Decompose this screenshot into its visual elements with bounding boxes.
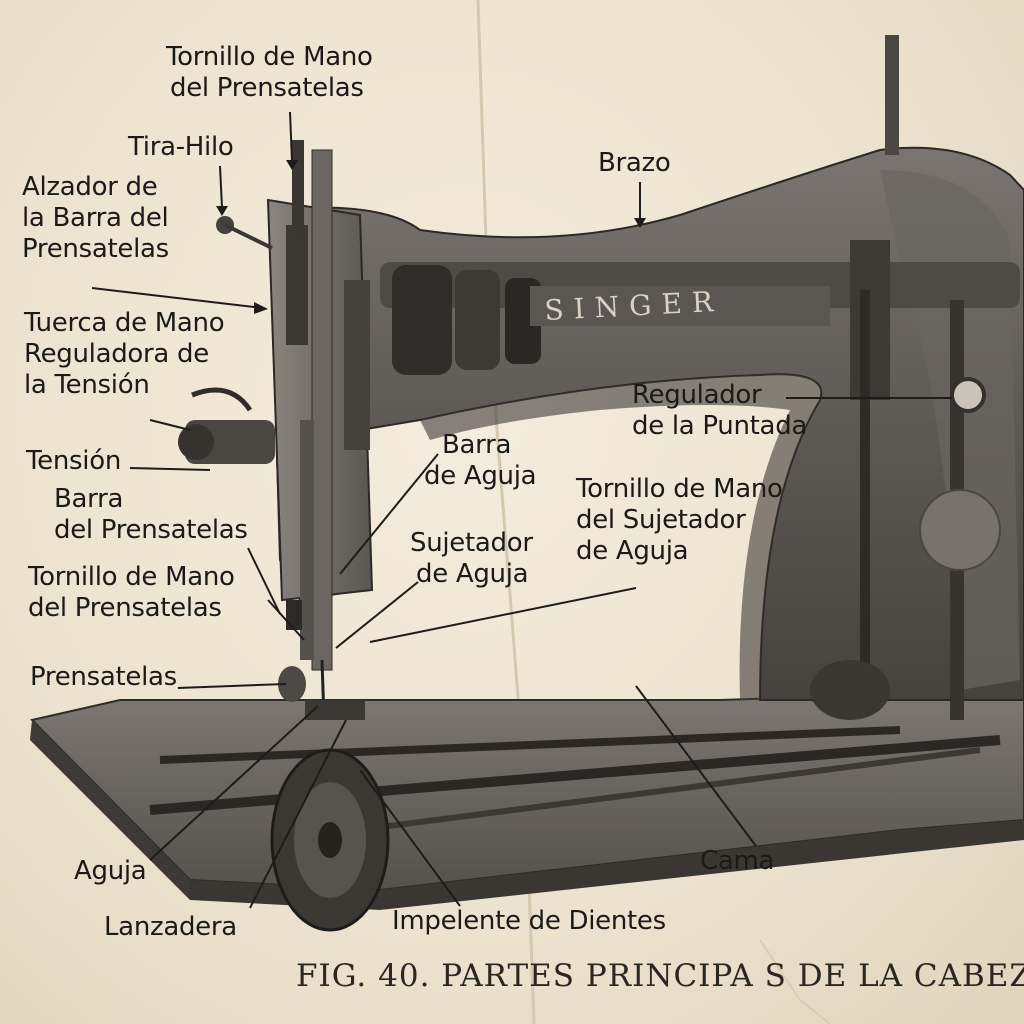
label-line: Tornillo de Mano <box>166 42 373 72</box>
label-line: del Prensatelas <box>170 73 364 103</box>
label-line: del Prensatelas <box>54 515 248 545</box>
label-tornillo-mano-prensatelas-top: Tornillo de Mano del Prensatelas <box>166 42 373 104</box>
label-line: de Aguja <box>424 461 537 491</box>
shuttle-wheel <box>270 748 390 932</box>
label-line: la Tensión <box>24 370 150 400</box>
label-line: Prensatelas <box>30 662 177 692</box>
label-tuerca: Tuerca de Mano Reguladora de la Tensión <box>24 308 225 401</box>
label-prensatelas: Prensatelas <box>30 662 177 693</box>
label-cama: Cama <box>700 846 774 877</box>
label-tension: Tensión <box>26 446 121 477</box>
paper-tear <box>759 939 831 1024</box>
label-line: Prensatelas <box>22 234 169 264</box>
label-line: la Barra del <box>22 203 169 233</box>
label-line: de Aguja <box>416 559 529 589</box>
label-tornillo-sujetador: Tornillo de Mano del Sujetador de Aguja <box>576 474 783 567</box>
label-line: Brazo <box>598 148 671 178</box>
label-line: Tensión <box>26 446 121 476</box>
label-brazo: Brazo <box>598 148 671 179</box>
stitch-regulator <box>810 240 1001 720</box>
label-impelente: Impelente de Dientes <box>392 906 666 937</box>
figure-caption: FIG. 40. PARTES PRINCIPA S DE LA CABEZ <box>296 958 1024 994</box>
leader-arrowheads <box>216 160 646 314</box>
tension-assembly <box>178 216 275 464</box>
bed-plate <box>30 688 1024 910</box>
label-line: Alzador de <box>22 172 158 202</box>
label-lanzadera: Lanzadera <box>104 912 237 943</box>
label-line: Reguladora de <box>24 339 209 369</box>
label-aguja: Aguja <box>74 856 147 887</box>
machine-arm <box>268 35 1024 701</box>
label-line: Regulador <box>632 380 762 410</box>
label-line: del Prensatelas <box>28 593 222 623</box>
label-line: Cama <box>700 846 775 876</box>
label-line: de Aguja <box>576 536 689 566</box>
label-line: Tornillo de Mano <box>28 562 235 592</box>
label-regulador: Regulador de la Puntada <box>632 380 807 442</box>
label-line: Aguja <box>74 856 147 886</box>
label-line: de la Puntada <box>632 411 808 441</box>
label-line: Lanzadera <box>104 912 237 942</box>
label-line: Sujetador <box>410 528 533 558</box>
label-barra-aguja: Barra de Aguja <box>424 430 537 492</box>
label-line: Tira-Hilo <box>128 132 234 162</box>
label-line: Tornillo de Mano <box>576 474 783 504</box>
label-barra-prensatelas: Barra del Prensatelas <box>54 484 248 546</box>
label-tornillo-mano-prensatelas-low: Tornillo de Mano del Prensatelas <box>28 562 235 624</box>
label-alzador: Alzador de la Barra del Prensatelas <box>22 172 169 265</box>
label-line: del Sujetador <box>576 505 746 535</box>
label-line: Barra <box>54 484 124 514</box>
leader-lines <box>91 111 952 909</box>
label-sujetador-aguja: Sujetador de Aguja <box>410 528 533 590</box>
label-line: Tuerca de Mano <box>24 308 225 338</box>
label-line: Barra <box>442 430 512 460</box>
label-tira-hilo: Tira-Hilo <box>128 132 234 163</box>
needle-bars <box>278 140 365 721</box>
label-line: Impelente de Dientes <box>392 906 666 936</box>
